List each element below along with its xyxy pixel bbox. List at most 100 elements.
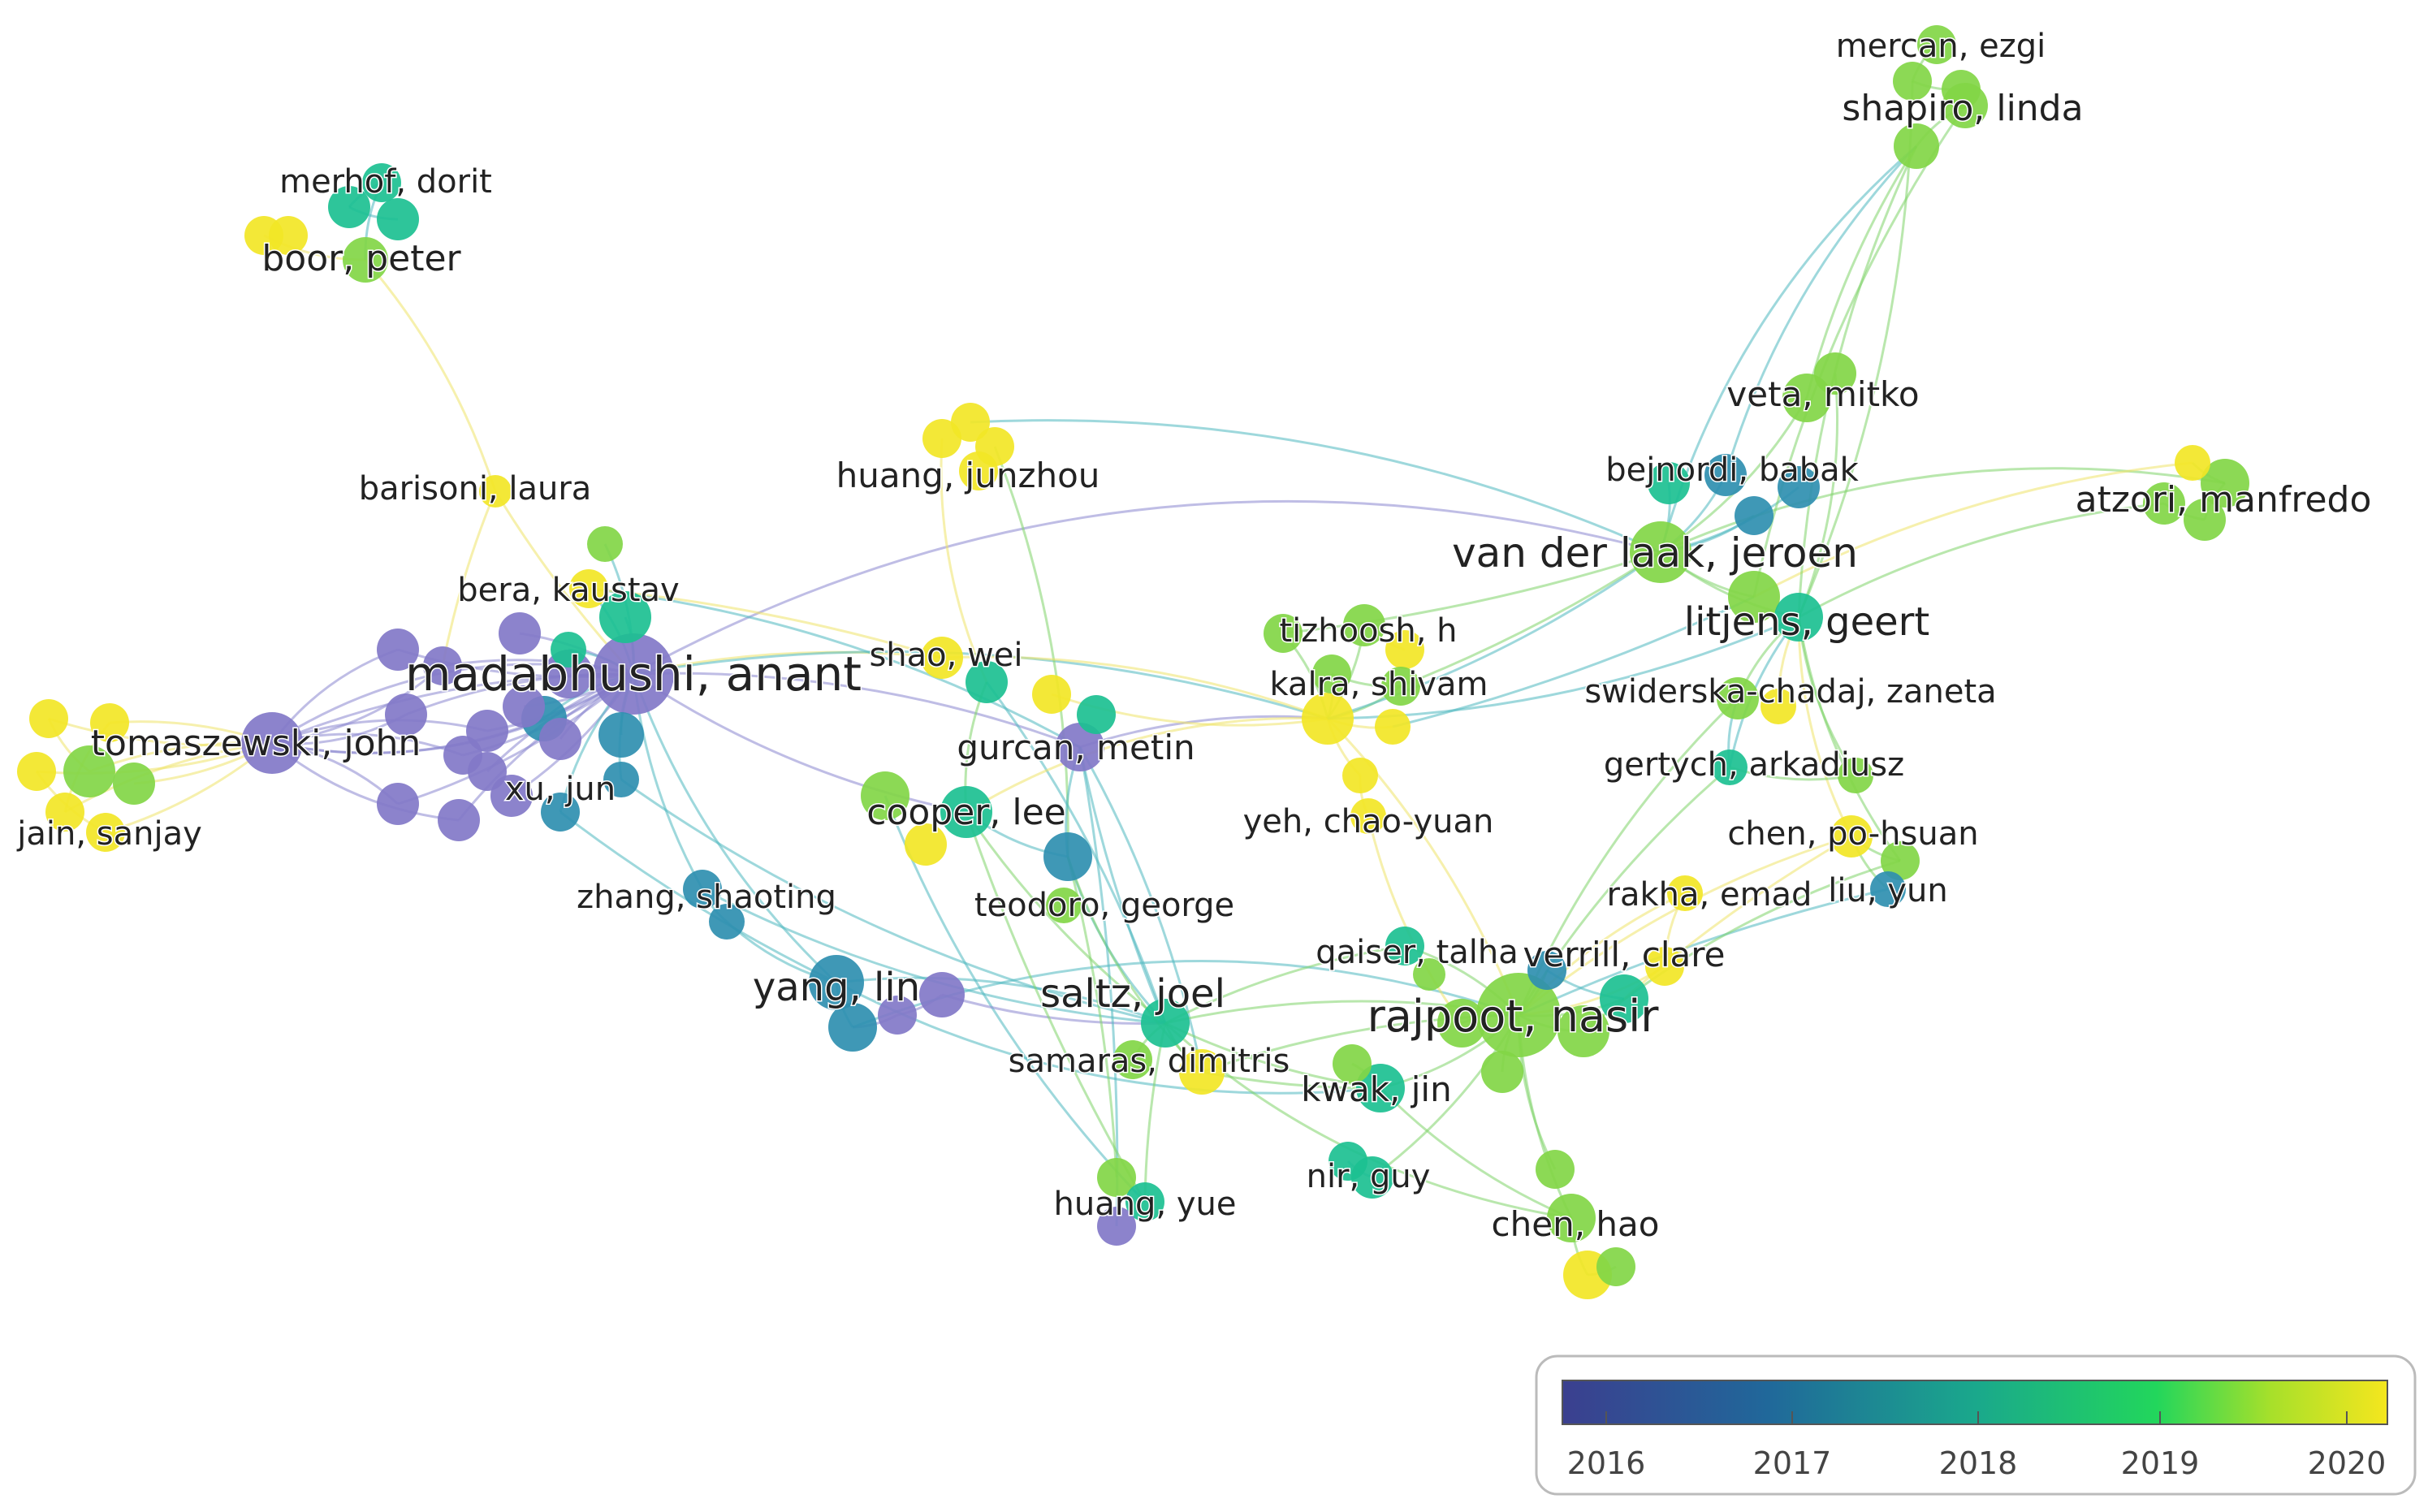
author-node[interactable] <box>1630 521 1691 583</box>
author-node[interactable] <box>1125 1182 1164 1221</box>
author-node[interactable] <box>861 771 909 820</box>
author-node[interactable] <box>499 612 541 654</box>
author-node[interactable] <box>1385 927 1424 966</box>
author-node[interactable] <box>1774 593 1823 642</box>
author-node[interactable] <box>1893 62 1932 101</box>
author-node[interactable] <box>922 419 961 458</box>
author-node[interactable] <box>1350 798 1386 834</box>
author-node[interactable] <box>466 710 508 752</box>
author-node[interactable] <box>1097 1158 1136 1197</box>
author-node[interactable] <box>1761 689 1796 724</box>
author-node[interactable] <box>1600 974 1648 1023</box>
author-node[interactable] <box>45 793 84 832</box>
author-node[interactable] <box>1375 709 1411 745</box>
author-node[interactable] <box>1728 571 1780 623</box>
author-node[interactable] <box>569 569 608 608</box>
author-node[interactable] <box>1596 1247 1635 1286</box>
author-node[interactable] <box>1302 693 1354 745</box>
author-node[interactable] <box>1557 1005 1609 1057</box>
author-node[interactable] <box>343 237 388 283</box>
author-node[interactable] <box>1043 832 1092 881</box>
author-node[interactable] <box>1264 614 1303 653</box>
author-node[interactable] <box>919 972 965 1017</box>
author-node[interactable] <box>1712 750 1748 785</box>
author-node[interactable] <box>539 718 581 760</box>
author-node[interactable] <box>1437 999 1486 1048</box>
author-node[interactable] <box>479 475 512 508</box>
author-node[interactable] <box>1527 951 1566 990</box>
author-node[interactable] <box>63 745 115 797</box>
author-node[interactable] <box>385 693 427 736</box>
author-node[interactable] <box>905 823 947 866</box>
author-node[interactable] <box>921 637 963 679</box>
author-node[interactable] <box>1141 999 1190 1048</box>
author-node[interactable] <box>1942 70 1981 109</box>
author-node[interactable] <box>2201 459 2249 508</box>
author-node[interactable] <box>940 786 992 838</box>
author-node[interactable] <box>503 685 545 728</box>
author-node[interactable] <box>1179 1049 1225 1095</box>
author-node[interactable] <box>443 736 482 775</box>
author-node[interactable] <box>1838 758 1873 793</box>
author-node[interactable] <box>1648 462 1690 504</box>
author-node[interactable] <box>362 163 401 202</box>
author-node[interactable] <box>1113 1040 1152 1079</box>
author-node[interactable] <box>90 703 129 742</box>
author-node[interactable] <box>2143 482 2185 525</box>
author-node[interactable] <box>1778 466 1820 508</box>
author-node[interactable] <box>269 216 308 255</box>
author-node[interactable] <box>683 870 722 909</box>
author-node[interactable] <box>29 699 68 738</box>
author-node[interactable] <box>1481 1051 1523 1093</box>
author-node[interactable] <box>1356 1064 1405 1112</box>
author-node[interactable] <box>809 955 864 1010</box>
author-node[interactable] <box>959 451 998 490</box>
author-node[interactable] <box>1536 1150 1575 1189</box>
author-node[interactable] <box>951 403 990 442</box>
author-node[interactable] <box>1413 958 1445 991</box>
author-node[interactable] <box>1342 758 1378 793</box>
author-node[interactable] <box>1704 454 1747 496</box>
author-node[interactable] <box>113 762 155 805</box>
author-node[interactable] <box>1056 723 1104 771</box>
author-node[interactable] <box>377 198 419 240</box>
author-node[interactable] <box>541 793 580 832</box>
author-node[interactable] <box>438 799 480 841</box>
author-node[interactable] <box>1343 604 1385 646</box>
author-node[interactable] <box>328 186 370 228</box>
author-node[interactable] <box>1667 875 1703 911</box>
author-node[interactable] <box>1077 695 1116 734</box>
author-node[interactable] <box>966 661 1008 703</box>
author-node[interactable] <box>587 526 623 562</box>
author-node[interactable] <box>1645 947 1684 986</box>
author-node[interactable] <box>1046 888 1082 923</box>
author-node[interactable] <box>2175 445 2210 481</box>
author-node[interactable] <box>599 591 651 643</box>
author-node[interactable] <box>1917 25 1956 64</box>
author-node[interactable] <box>17 752 56 791</box>
author-node[interactable] <box>1328 1142 1367 1181</box>
author-node[interactable] <box>709 904 745 940</box>
author-node[interactable] <box>86 813 125 852</box>
author-node[interactable] <box>1476 973 1561 1057</box>
author-node[interactable] <box>1381 667 1420 706</box>
author-node[interactable] <box>1814 352 1856 395</box>
author-node[interactable] <box>598 712 644 758</box>
author-node[interactable] <box>1312 654 1351 693</box>
author-node[interactable] <box>828 1003 877 1052</box>
author-node[interactable] <box>1735 496 1773 535</box>
author-node[interactable] <box>878 996 917 1035</box>
author-node[interactable] <box>1385 630 1424 669</box>
author-node[interactable] <box>1830 815 1873 858</box>
author-node[interactable] <box>1717 677 1759 719</box>
author-node[interactable] <box>1032 675 1071 714</box>
author-node[interactable] <box>1547 1194 1596 1242</box>
author-node[interactable] <box>593 633 674 715</box>
author-node[interactable] <box>2184 499 2226 541</box>
author-node[interactable] <box>490 775 533 817</box>
author-node[interactable] <box>1097 1207 1136 1246</box>
author-node[interactable] <box>423 646 462 685</box>
author-node[interactable] <box>1881 841 1920 880</box>
author-node[interactable] <box>1333 1044 1372 1083</box>
author-node[interactable] <box>241 712 303 774</box>
